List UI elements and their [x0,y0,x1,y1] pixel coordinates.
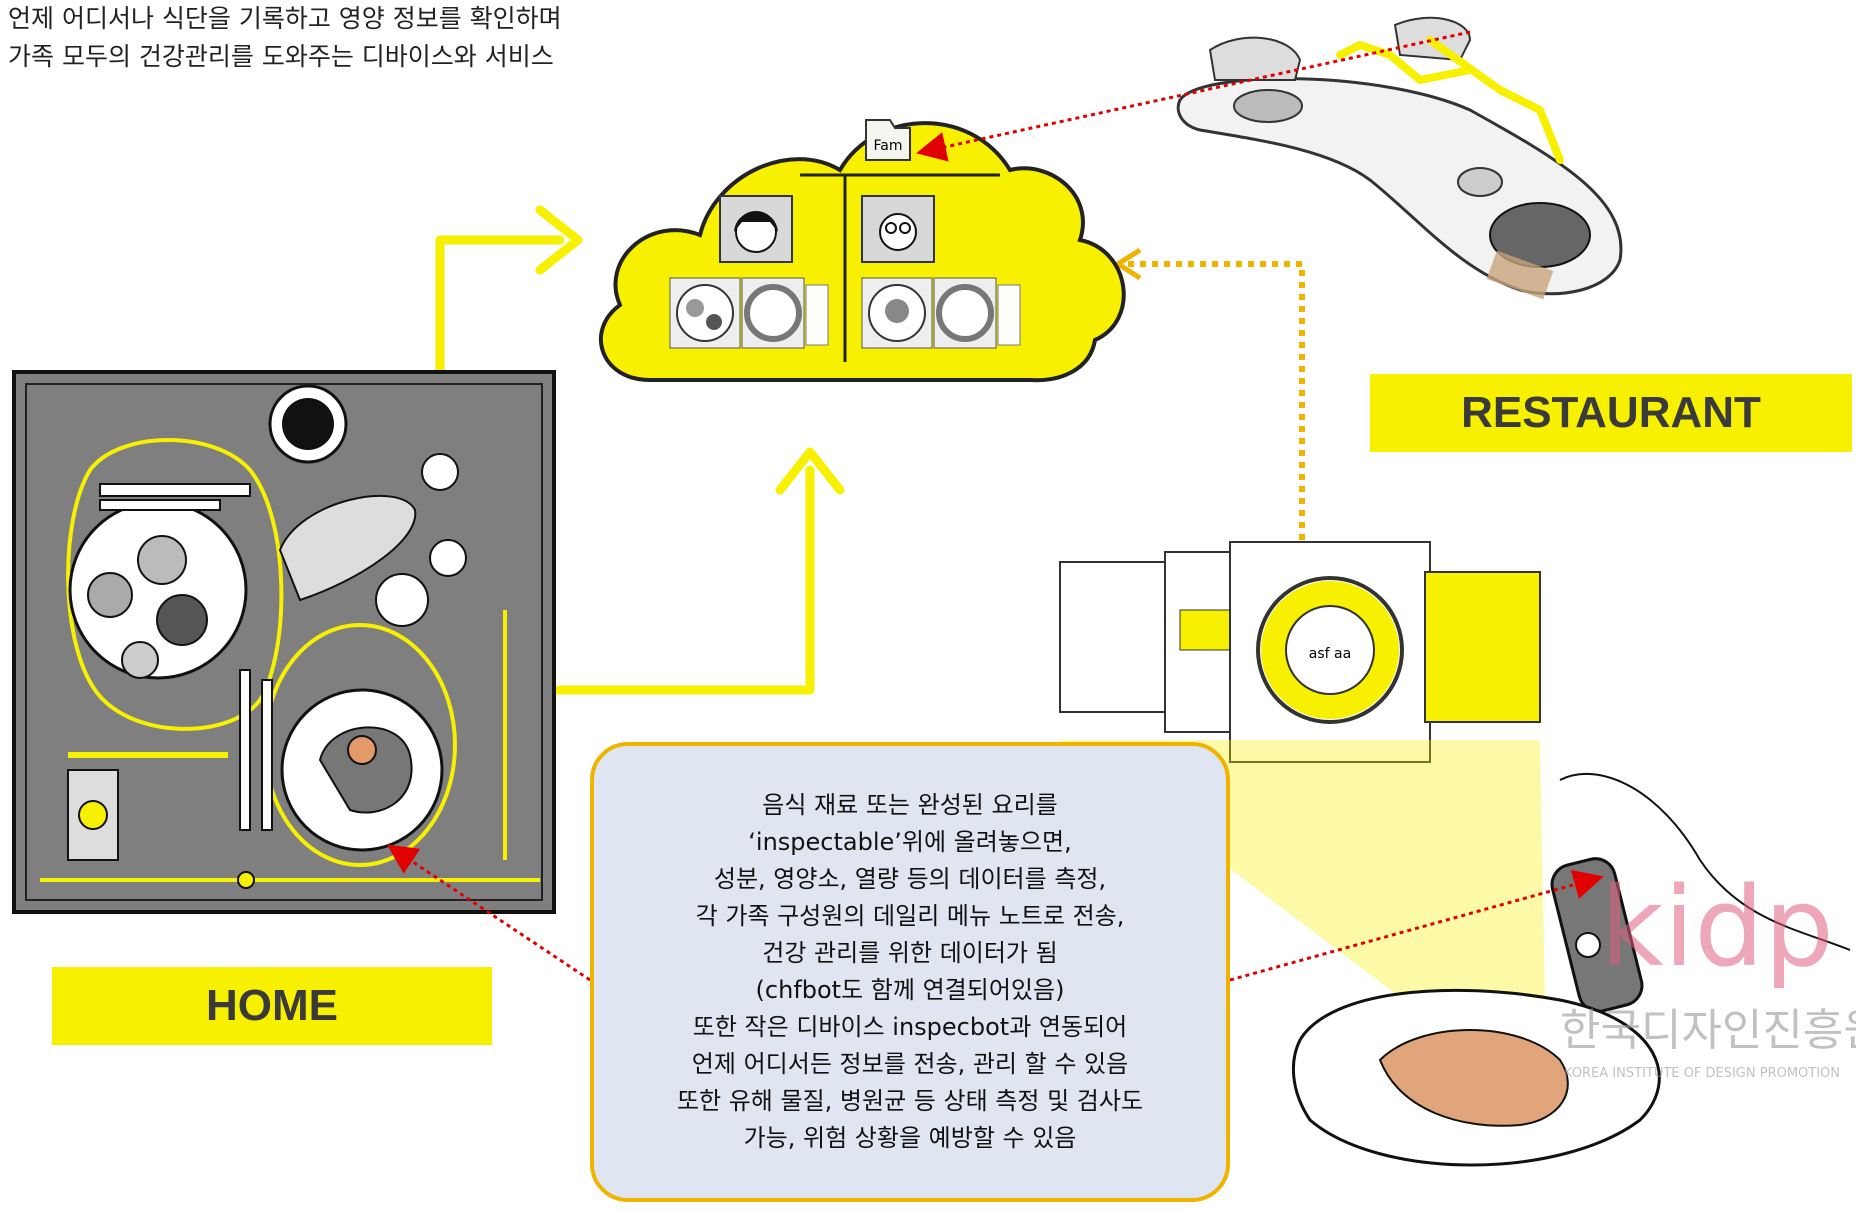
intro-text: 언제 어디서나 식단을 기록하고 영양 정보를 확인하며 가족 모두의 건강관리… [8,0,562,76]
callout-line: 성분, 영양소, 열량 등의 데이터를 측정, [713,865,1107,893]
family-cloud: Fam [598,119,1126,383]
screen-to-cloud-arrow [1125,261,1305,540]
arrow-head-1 [535,205,583,275]
meal-card-mom [669,277,829,349]
intro-line-2: 가족 모두의 건강관리를 도와주는 디바이스와 서비스 [8,42,554,71]
arrow-home-up-right [435,235,565,385]
arrow-head-2 [775,447,845,495]
restaurant-label: RESTAURANT [1370,374,1852,452]
callout-line: 음식 재료 또는 완성된 요리를 [762,791,1058,819]
callout-line: 각 가족 구성원의 데일리 메뉴 노트로 전송, [695,902,1125,930]
arrow-home-right-up [543,465,815,695]
callout-line: 또한 작은 디바이스 inspecbot과 연동되어 [692,1013,1128,1041]
flow-arrows [435,205,845,695]
callout-line: 또한 유해 물질, 병원균 등 상태 측정 및 검사도 [676,1087,1144,1115]
fam-folder: Fam [865,119,911,161]
callout-line: ‘inspectable’위에 올려놓으면, [748,828,1072,856]
red-pointer-arrows [387,30,1604,982]
description-callout: 음식 재료 또는 완성된 요리를 ‘inspectable’위에 올려놓으면, … [590,742,1230,1202]
dotted-arrow-head [1113,247,1142,281]
intro-line-1: 언제 어디서나 식단을 기록하고 영양 정보를 확인하며 [8,4,562,33]
member-folder-mom [719,195,793,263]
screen-chart-text: asf aa [1309,646,1351,662]
home-table-sketch [12,370,556,914]
callout-line: 언제 어디서든 정보를 전송, 관리 할 수 있음 [691,1050,1129,1078]
home-label: HOME [52,967,492,1045]
callout-line: (chfbot도 함께 연결되어있음) [755,976,1065,1004]
inspecbot-hand-sketch [1291,772,1851,1167]
app-screen-sketch: asf aa [1059,541,1545,1020]
pointer-to-fam-folder [916,30,1471,162]
meal-card-dad [861,277,1021,349]
callout-line: 건강 관리를 위한 데이터가 됨 [762,939,1058,967]
callout-line: 가능, 위험 상황을 예방할 수 있음 [743,1124,1077,1152]
fam-folder-label: Fam [874,138,903,154]
member-folder-dad [861,195,935,263]
restaurant-kitchen-sketch [1176,16,1623,300]
